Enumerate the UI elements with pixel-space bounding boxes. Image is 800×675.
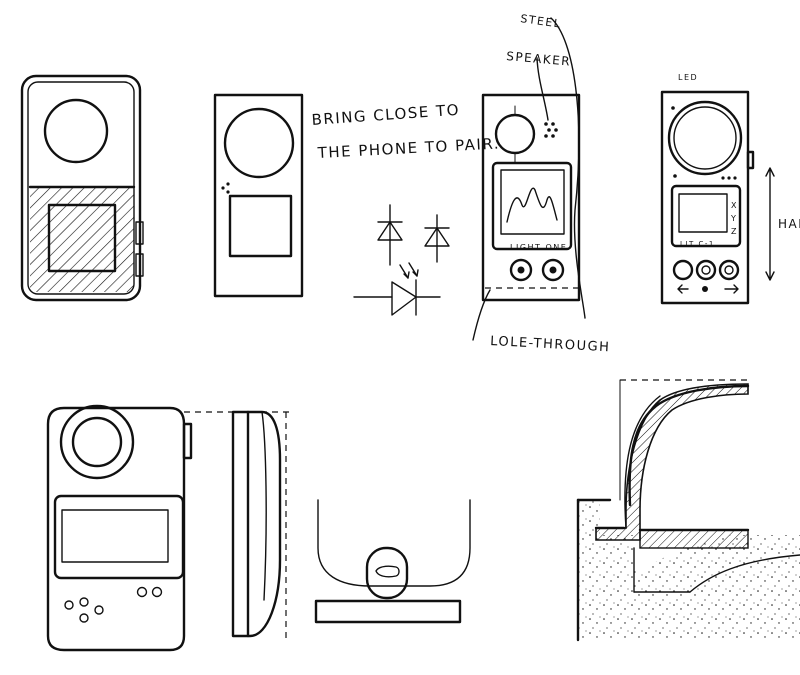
diode-symbol (377, 204, 403, 266)
cross-section-sketch (576, 379, 800, 642)
device-sketch-front (46, 404, 193, 652)
device-sketch-pairing (213, 93, 304, 298)
axis-y-label: Y (730, 214, 737, 223)
axis-x-label: X (731, 201, 738, 210)
led-label: LED (678, 73, 698, 82)
device-sketch-display (472, 17, 586, 341)
photodiode-symbol (353, 262, 441, 316)
lole-through-label: LOLE-THROUGH (490, 334, 611, 355)
light-one-b-label: LIT C-1 (680, 240, 715, 248)
pairing-note-line1: BRING CLOSE TO (311, 101, 460, 129)
diode-symbol-2 (424, 214, 450, 263)
device-sketch-buttons (660, 90, 775, 305)
hand-scale-label: HAND (778, 217, 800, 231)
speaker-label: SPEAKER (506, 49, 572, 69)
device-sketch-hatched (20, 74, 144, 302)
pairing-note-line2: THE PHONE TO PAIR. (316, 134, 500, 162)
axis-z-label: Z (731, 227, 738, 236)
clip-detail-sketch (314, 499, 471, 624)
light-one-label: LIGHT ONE (510, 243, 567, 252)
steel-label: STEEL (520, 12, 563, 31)
device-sketch-side (184, 410, 290, 640)
